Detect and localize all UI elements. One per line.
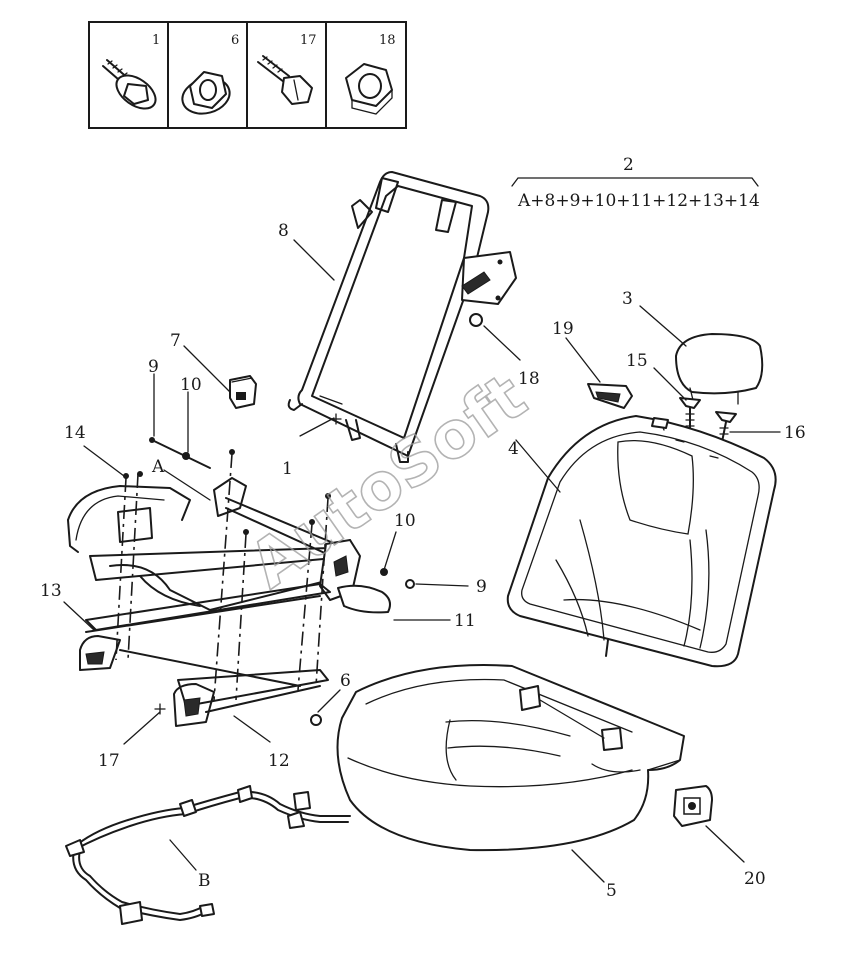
- callout-B: B: [198, 871, 211, 891]
- assembly-number: 2: [623, 155, 634, 175]
- watermark: AutoSoft: [237, 360, 540, 603]
- assembly-formula: 2 A+8+9+10+11+12+13+14: [511, 155, 760, 211]
- callout-3: 3: [622, 289, 633, 309]
- seat-track-frame: [67, 437, 415, 727]
- release-handle-19: [587, 383, 633, 409]
- seatback-cushion-4: [506, 415, 777, 668]
- washer-18: [469, 313, 483, 327]
- callout-16: 16: [784, 423, 806, 443]
- callout-6: 6: [340, 671, 351, 691]
- callout-8: 8: [278, 221, 289, 241]
- callouts: 8 3 4 5 6 7 9 9 10 10 11 12 13 14 15 16 …: [40, 221, 806, 901]
- clip-7: [229, 375, 257, 409]
- seat-cushion-5: [336, 664, 685, 852]
- callout-10-right: 10: [394, 511, 416, 531]
- callout-4: 4: [508, 439, 519, 459]
- hex-nut-icon: [345, 63, 393, 115]
- callout-10-top: 10: [180, 375, 202, 395]
- flange-nut-icon: [181, 71, 231, 115]
- wiring-harness-B: [65, 785, 351, 925]
- fastener-panel: 1 6 17 18: [88, 21, 407, 129]
- callout-13: 13: [40, 581, 62, 601]
- washer-6: [310, 714, 322, 726]
- callout-9-right: 9: [476, 577, 487, 597]
- callout-17: 17: [98, 751, 120, 771]
- callout-A: A: [151, 457, 165, 477]
- callout-11: 11: [454, 611, 476, 631]
- callout-9-top: 9: [148, 357, 159, 377]
- switch-20: [673, 785, 713, 827]
- flange-bolt-icon: [102, 59, 157, 110]
- panel-number-18: 18: [379, 33, 396, 48]
- headrest-3: [675, 333, 764, 405]
- callout-5: 5: [606, 881, 617, 901]
- callout-14: 14: [64, 423, 86, 443]
- callout-12: 12: [268, 751, 290, 771]
- seatback-frame: [287, 171, 517, 463]
- callout-18: 18: [518, 369, 540, 389]
- panel-number-6: 6: [231, 33, 239, 48]
- callout-7: 7: [170, 331, 181, 351]
- leader-lines: [63, 239, 781, 883]
- hex-bolt-icon: [257, 55, 313, 105]
- callout-15: 15: [626, 351, 648, 371]
- headrest-guides: [679, 397, 737, 443]
- panel-number-17: 17: [300, 33, 317, 48]
- assembly-formula-text: A+8+9+10+11+12+13+14: [517, 191, 760, 211]
- callout-19: 19: [552, 319, 574, 339]
- callout-20: 20: [744, 869, 766, 889]
- callout-1: 1: [282, 459, 293, 479]
- panel-number-1: 1: [152, 33, 160, 48]
